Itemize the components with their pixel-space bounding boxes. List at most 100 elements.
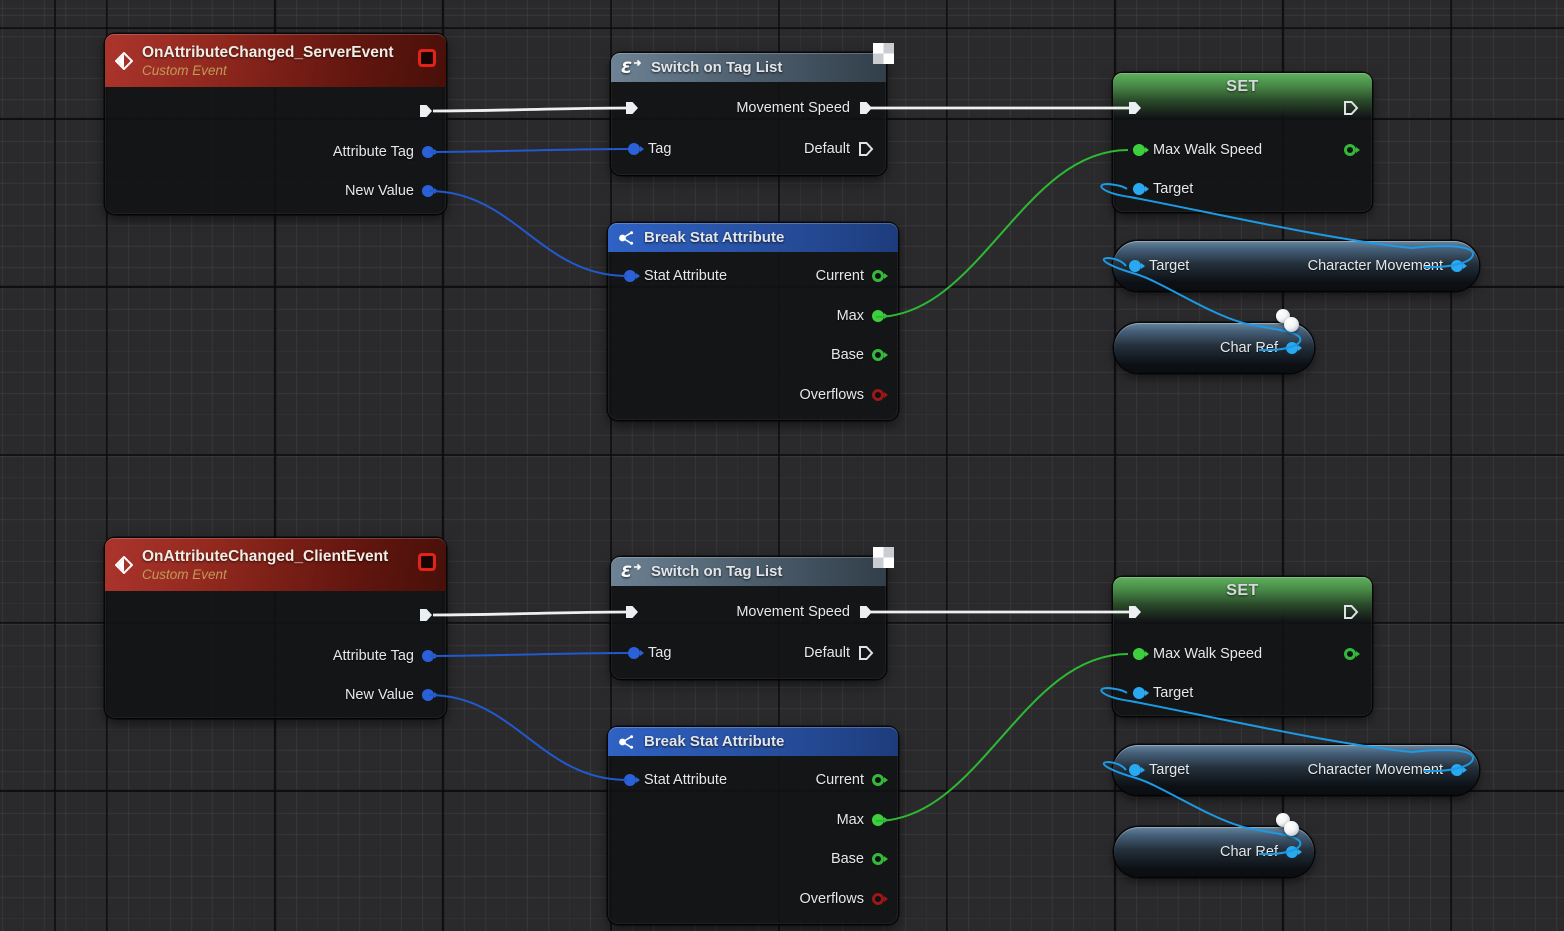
- red-square-icon: [418, 553, 436, 571]
- set-node-title: SET: [1226, 78, 1259, 95]
- exec-out-pin[interactable]: [1343, 604, 1359, 620]
- exec-in-pin[interactable]: [1127, 100, 1143, 116]
- max-pin-label: Max: [836, 812, 864, 828]
- max-pin-label: Max: [836, 308, 864, 324]
- switch-exec-in-row: [624, 97, 640, 119]
- exec-in-pin[interactable]: [624, 100, 640, 116]
- break-node-title: Break Stat Attribute: [644, 229, 785, 246]
- new-value-pin[interactable]: [422, 689, 434, 701]
- attribute-tag-pin-label: Attribute Tag: [332, 648, 414, 664]
- movement-speed-pin-label: Movement Speed: [736, 100, 850, 116]
- max-pin-row: Max: [837, 809, 884, 831]
- new-value-pin[interactable]: [422, 185, 434, 197]
- attribute-tag-pin[interactable]: [422, 146, 434, 158]
- target-pin-label: Target: [1149, 258, 1190, 274]
- overflows-pin[interactable]: [872, 389, 884, 401]
- set-target-pin-row: Target: [1133, 682, 1193, 704]
- break-node-title: Break Stat Attribute: [644, 733, 785, 750]
- stat-attribute-pin-label: Stat Attribute: [644, 268, 728, 284]
- max-walk-speed-pin-label: Max Walk Speed: [1153, 142, 1263, 158]
- stat-attribute-pin[interactable]: [624, 774, 636, 786]
- target-pin-label: Target: [1149, 762, 1190, 778]
- stat-attribute-pin[interactable]: [624, 270, 636, 282]
- switch-on-tag-list-node[interactable]: Ɛ Switch on Tag List Movement Speed Tag …: [611, 557, 886, 679]
- current-pin-label: Current: [815, 772, 864, 788]
- character-movement-pin[interactable]: [1451, 764, 1463, 776]
- red-square-icon: [418, 49, 436, 67]
- custom-event-node-client[interactable]: OnAttributeChanged_ClientEvent Custom Ev…: [105, 538, 446, 718]
- break-struct-icon: [619, 230, 634, 245]
- switch-node-header[interactable]: Ɛ Switch on Tag List: [611, 53, 886, 82]
- default-pin-label: Default: [804, 141, 850, 157]
- event-node-header[interactable]: OnAttributeChanged_ClientEvent Custom Ev…: [105, 538, 446, 591]
- attribute-tag-pin-label: Attribute Tag: [332, 144, 414, 160]
- break-stat-attribute-node[interactable]: Break Stat Attribute Stat Attribute Curr…: [608, 223, 898, 420]
- tag-pin[interactable]: [628, 647, 640, 659]
- switch-node-title: Switch on Tag List: [651, 59, 783, 76]
- exec-in-pin[interactable]: [1127, 604, 1143, 620]
- break-stat-attribute-node[interactable]: Break Stat Attribute Stat Attribute Curr…: [608, 727, 898, 924]
- switch-node-title: Switch on Tag List: [651, 563, 783, 580]
- custom-event-node-server[interactable]: OnAttributeChanged_ServerEvent Custom Ev…: [105, 34, 446, 214]
- char-ref-pin[interactable]: [1286, 342, 1298, 354]
- cm-output-pin-row: Character Movement: [1308, 255, 1463, 277]
- movement-speed-exec-pin[interactable]: [858, 100, 874, 116]
- exec-out-pin[interactable]: [418, 103, 434, 119]
- set-exec-out-row: [1343, 97, 1359, 119]
- current-pin[interactable]: [872, 270, 884, 282]
- break-node-header[interactable]: Break Stat Attribute: [608, 727, 898, 756]
- current-pin[interactable]: [872, 774, 884, 786]
- set-target-pin-row: Target: [1133, 178, 1193, 200]
- current-pin-row: Current: [816, 769, 884, 791]
- stat-attribute-pin-row: Stat Attribute: [624, 769, 727, 791]
- overflows-pin-row: Overflows: [800, 888, 884, 910]
- target-pin[interactable]: [1133, 687, 1145, 699]
- max-walk-speed-pin[interactable]: [1133, 648, 1145, 660]
- base-pin[interactable]: [872, 853, 884, 865]
- event-node-header[interactable]: OnAttributeChanged_ServerEvent Custom Ev…: [105, 34, 446, 87]
- orb-icon: [1284, 821, 1299, 836]
- character-movement-node[interactable]: Target Character Movement: [1113, 745, 1479, 795]
- exec-in-pin[interactable]: [624, 604, 640, 620]
- char-ref-pin[interactable]: [1286, 846, 1298, 858]
- attribute-tag-pin[interactable]: [422, 650, 434, 662]
- max-walk-speed-pin[interactable]: [1133, 144, 1145, 156]
- overflows-pin-row: Overflows: [800, 384, 884, 406]
- switch-on-tag-list-node[interactable]: Ɛ Switch on Tag List Movement Speed Tag …: [611, 53, 886, 175]
- max-pin[interactable]: [872, 310, 884, 322]
- exec-out-pin-row: [418, 100, 434, 122]
- set-output-value-pin[interactable]: [1344, 144, 1356, 156]
- exec-out-pin[interactable]: [418, 607, 434, 623]
- switch-exec-in-row: [624, 601, 640, 623]
- set-output-value-pin[interactable]: [1344, 648, 1356, 660]
- target-pin[interactable]: [1129, 260, 1141, 272]
- base-pin[interactable]: [872, 349, 884, 361]
- movement-speed-exec-pin[interactable]: [858, 604, 874, 620]
- exec-out-pin[interactable]: [1343, 100, 1359, 116]
- exec-out-pin-row: [418, 604, 434, 626]
- target-pin[interactable]: [1129, 764, 1141, 776]
- set-max-walk-speed-node[interactable]: SET Max Walk Speed Target: [1113, 577, 1372, 716]
- current-pin-label: Current: [815, 268, 864, 284]
- character-movement-node[interactable]: Target Character Movement: [1113, 241, 1479, 291]
- max-pin[interactable]: [872, 814, 884, 826]
- default-exec-pin[interactable]: [858, 141, 874, 157]
- max-pin-row: Max: [837, 305, 884, 327]
- stat-attribute-pin-label: Stat Attribute: [644, 772, 728, 788]
- break-node-header[interactable]: Break Stat Attribute: [608, 223, 898, 252]
- set-max-walk-speed-node[interactable]: SET Max Walk Speed Target: [1113, 73, 1372, 212]
- new-value-pin-row: New Value: [345, 180, 434, 202]
- reroute-orbs: [1276, 309, 1302, 335]
- orb-icon: [1284, 317, 1299, 332]
- tag-pin[interactable]: [628, 143, 640, 155]
- target-pin[interactable]: [1133, 183, 1145, 195]
- custom-event-icon: [115, 555, 133, 574]
- default-exec-pin[interactable]: [858, 645, 874, 661]
- overflows-pin[interactable]: [872, 893, 884, 905]
- character-movement-pin[interactable]: [1451, 260, 1463, 272]
- max-walk-speed-pin-row: Max Walk Speed: [1133, 643, 1262, 665]
- default-exec-row: Default: [804, 138, 874, 160]
- set-exec-out-row: [1343, 601, 1359, 623]
- switch-node-header[interactable]: Ɛ Switch on Tag List: [611, 557, 886, 586]
